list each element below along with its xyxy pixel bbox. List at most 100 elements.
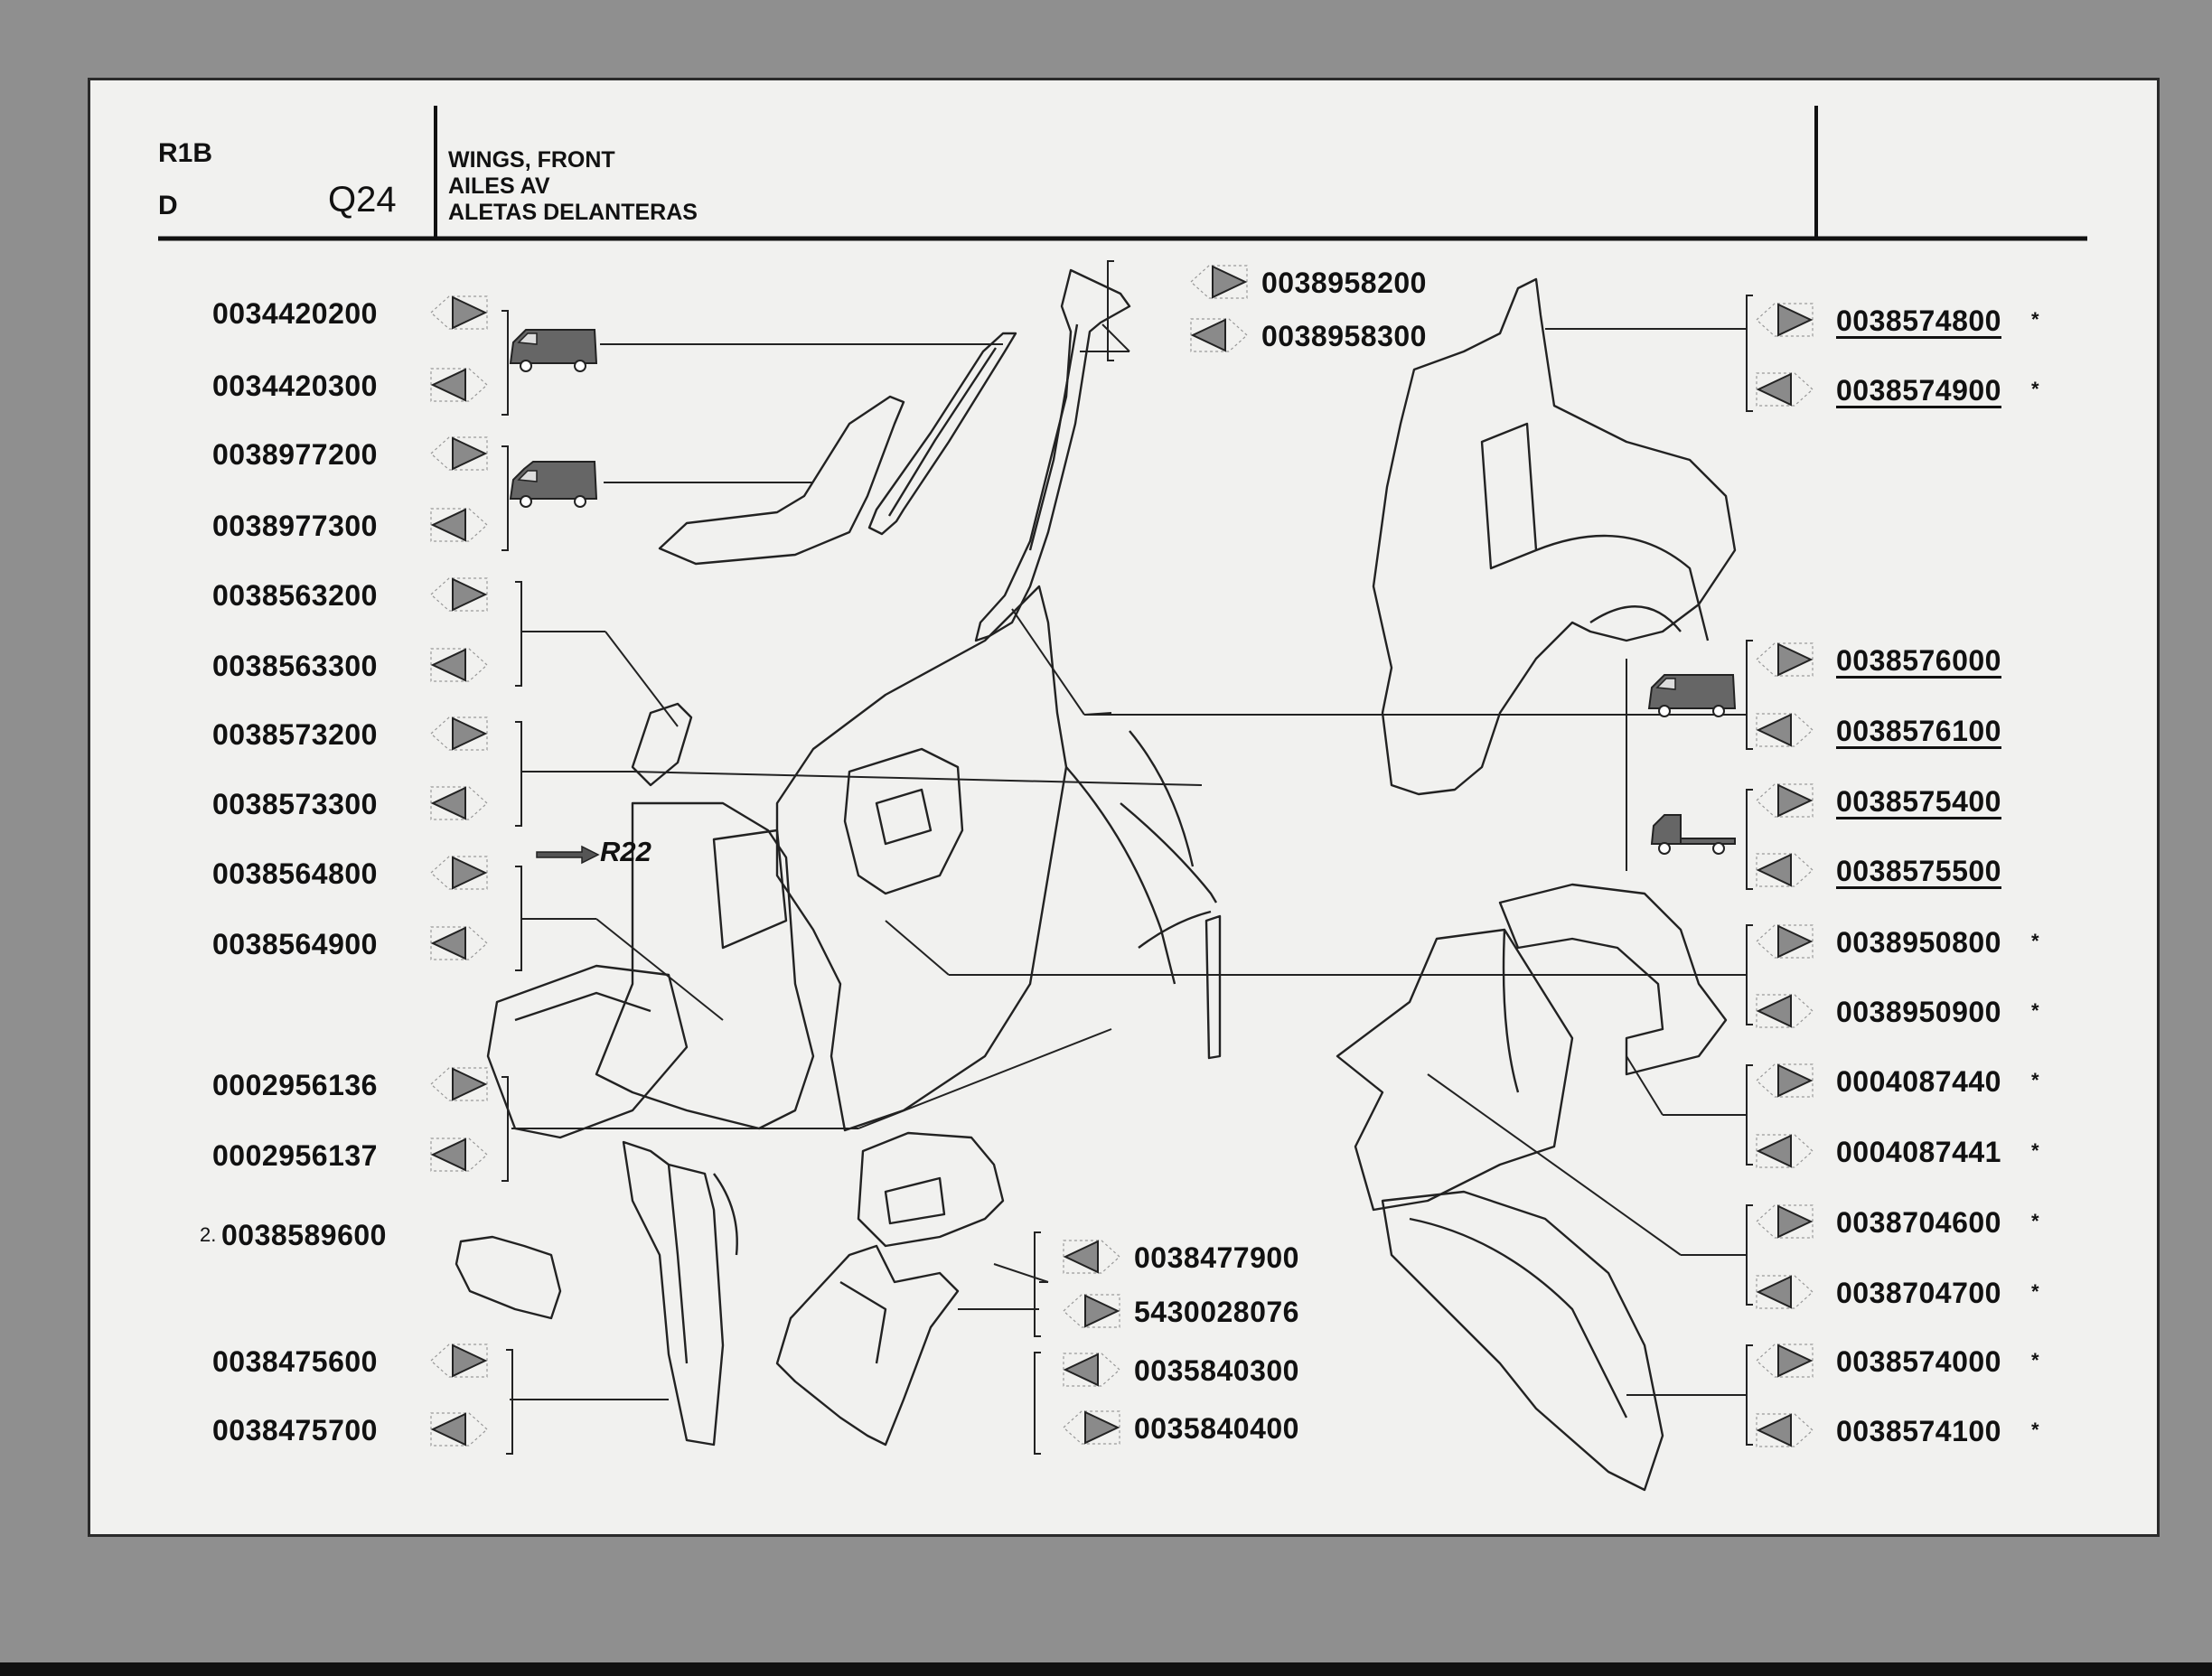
right-side-triangle-icon bbox=[1756, 1204, 1814, 1239]
right-side-triangle-icon bbox=[430, 716, 488, 751]
part-number[interactable]: 0038574800 bbox=[1836, 304, 2001, 337]
part-number[interactable]: 0038704700 bbox=[1836, 1277, 2001, 1309]
part-number[interactable]: 0002956137 bbox=[212, 1139, 378, 1172]
right-side-triangle-icon bbox=[430, 1067, 488, 1101]
wheelarch-liner-lower bbox=[1381, 1190, 1664, 1492]
left-side-triangle-icon bbox=[1756, 994, 1814, 1028]
part-number[interactable]: 0035840400 bbox=[1134, 1412, 1299, 1445]
model-code: R1B bbox=[158, 138, 213, 168]
part-number[interactable]: 0038475700 bbox=[212, 1414, 378, 1447]
part-number[interactable]: 0038958300 bbox=[1261, 320, 1427, 352]
group-brackets bbox=[501, 260, 1753, 1455]
left-side-triangle-icon bbox=[1756, 853, 1814, 887]
page-code: Q24 bbox=[328, 180, 397, 220]
high-roof-van-icon bbox=[509, 461, 598, 508]
left-side-triangle-icon bbox=[1063, 1353, 1120, 1387]
availability-mark: * bbox=[2031, 308, 2039, 331]
part-number[interactable]: 0038574900 bbox=[1836, 374, 2001, 407]
part-number[interactable]: 0038573300 bbox=[212, 788, 378, 820]
left-side-triangle-icon bbox=[1756, 1413, 1814, 1447]
part-number[interactable]: 0038477900 bbox=[1134, 1241, 1299, 1274]
leader-lines bbox=[510, 323, 1746, 1400]
part-number[interactable]: 5430028076 bbox=[1134, 1296, 1299, 1328]
part-number[interactable]: 0038573200 bbox=[212, 718, 378, 751]
right-side-triangle-icon bbox=[1756, 303, 1814, 337]
part-number[interactable]: 0038563300 bbox=[212, 650, 378, 682]
availability-mark: * bbox=[2031, 1210, 2039, 1232]
left-side-triangle-icon bbox=[430, 786, 488, 820]
left-side-triangle-icon bbox=[430, 926, 488, 960]
availability-mark: * bbox=[2031, 930, 2039, 952]
arrow-right-icon bbox=[536, 845, 600, 865]
title-en: WINGS, FRONT bbox=[448, 147, 615, 173]
part-number[interactable]: 0038575500 bbox=[1836, 855, 2001, 887]
door-pillar-trim-part bbox=[658, 395, 905, 566]
wheelarch-liner-upper bbox=[1498, 883, 1728, 1076]
part-number[interactable]: 0038564900 bbox=[212, 928, 378, 960]
part-number[interactable]: 0004087441 bbox=[1836, 1136, 2001, 1168]
left-side-triangle-icon bbox=[1063, 1240, 1120, 1274]
left-side-triangle-icon bbox=[1190, 318, 1248, 352]
right-side-triangle-icon bbox=[430, 436, 488, 471]
pillar-strip-part bbox=[974, 268, 1131, 642]
part-number[interactable]: 0038950800 bbox=[1836, 926, 2001, 959]
inner-wheelhouse-assembly bbox=[1372, 277, 1737, 796]
left-side-triangle-icon bbox=[1756, 1275, 1814, 1309]
reference-r22[interactable]: R22 bbox=[600, 836, 651, 867]
part-number[interactable]: 0038576100 bbox=[1836, 715, 2001, 747]
left-side-triangle-icon bbox=[1756, 1134, 1814, 1168]
right-side-triangle-icon bbox=[1063, 1294, 1120, 1328]
right-side-triangle-icon bbox=[430, 856, 488, 890]
part-number[interactable]: 0034420200 bbox=[212, 297, 378, 330]
part-number[interactable]: 0038704600 bbox=[1836, 1206, 2001, 1239]
left-side-triangle-icon bbox=[1756, 372, 1814, 407]
part-number[interactable]: 0035840300 bbox=[1134, 1354, 1299, 1387]
right-side-triangle-icon bbox=[1756, 642, 1814, 677]
part-number[interactable]: 0038574100 bbox=[1836, 1415, 2001, 1447]
right-side-triangle-icon bbox=[1190, 265, 1248, 299]
part-number[interactable]: 0034420300 bbox=[212, 370, 378, 402]
availability-mark: * bbox=[2031, 1139, 2039, 1162]
lower-box-member bbox=[486, 964, 689, 1139]
availability-mark: * bbox=[2031, 378, 2039, 400]
quantity-label: 2. bbox=[200, 1223, 217, 1246]
left-side-triangle-icon bbox=[430, 368, 488, 402]
diagram-canvas bbox=[158, 106, 2087, 1492]
part-number[interactable]: 0004087440 bbox=[1836, 1065, 2001, 1098]
part-number[interactable]: 0038575400 bbox=[1836, 785, 2001, 818]
lower-pillar-part bbox=[622, 1140, 725, 1447]
part-number[interactable]: 0038977300 bbox=[212, 510, 378, 542]
right-side-triangle-icon bbox=[1756, 924, 1814, 959]
exploded-parts-drawing bbox=[455, 268, 1737, 1492]
part-number[interactable]: 0038958200 bbox=[1261, 267, 1427, 299]
availability-mark: * bbox=[2031, 1349, 2039, 1372]
van-icon bbox=[509, 329, 598, 372]
cover-plate-part bbox=[631, 702, 693, 787]
small-seal-part bbox=[1204, 914, 1222, 1060]
splash-shield bbox=[1336, 928, 1574, 1212]
left-side-triangle-icon bbox=[430, 648, 488, 682]
right-side-triangle-icon bbox=[430, 1344, 488, 1378]
availability-mark: * bbox=[2031, 1419, 2039, 1441]
right-side-triangle-icon bbox=[1756, 1344, 1814, 1378]
part-number[interactable]: 0038977200 bbox=[212, 438, 378, 471]
wheelarch-strip bbox=[1120, 802, 1218, 904]
language-code: D bbox=[158, 191, 178, 220]
right-side-triangle-icon bbox=[1756, 1063, 1814, 1098]
lower-inner-bracket bbox=[775, 1244, 960, 1447]
part-number[interactable]: 0038950900 bbox=[1836, 996, 2001, 1028]
part-number[interactable]: 0038574000 bbox=[1836, 1345, 2001, 1378]
part-number[interactable]: 0038564800 bbox=[212, 857, 378, 890]
windscreen-trim-part bbox=[867, 332, 1017, 536]
part-number[interactable]: 0038576000 bbox=[1836, 644, 2001, 677]
scan-edge-strip bbox=[0, 1662, 2212, 1676]
part-number[interactable]: 0038475600 bbox=[212, 1345, 378, 1378]
inner-bracket-panel bbox=[595, 801, 815, 1130]
part-number[interactable]: 0038589600 bbox=[221, 1219, 387, 1251]
box-bracket-part bbox=[857, 1131, 1005, 1248]
part-number[interactable]: 0002956136 bbox=[212, 1069, 378, 1101]
title-es: ALETAS DELANTERAS bbox=[448, 200, 698, 225]
availability-mark: * bbox=[2031, 1280, 2039, 1303]
availability-mark: * bbox=[2031, 999, 2039, 1022]
part-number[interactable]: 0038563200 bbox=[212, 579, 378, 612]
